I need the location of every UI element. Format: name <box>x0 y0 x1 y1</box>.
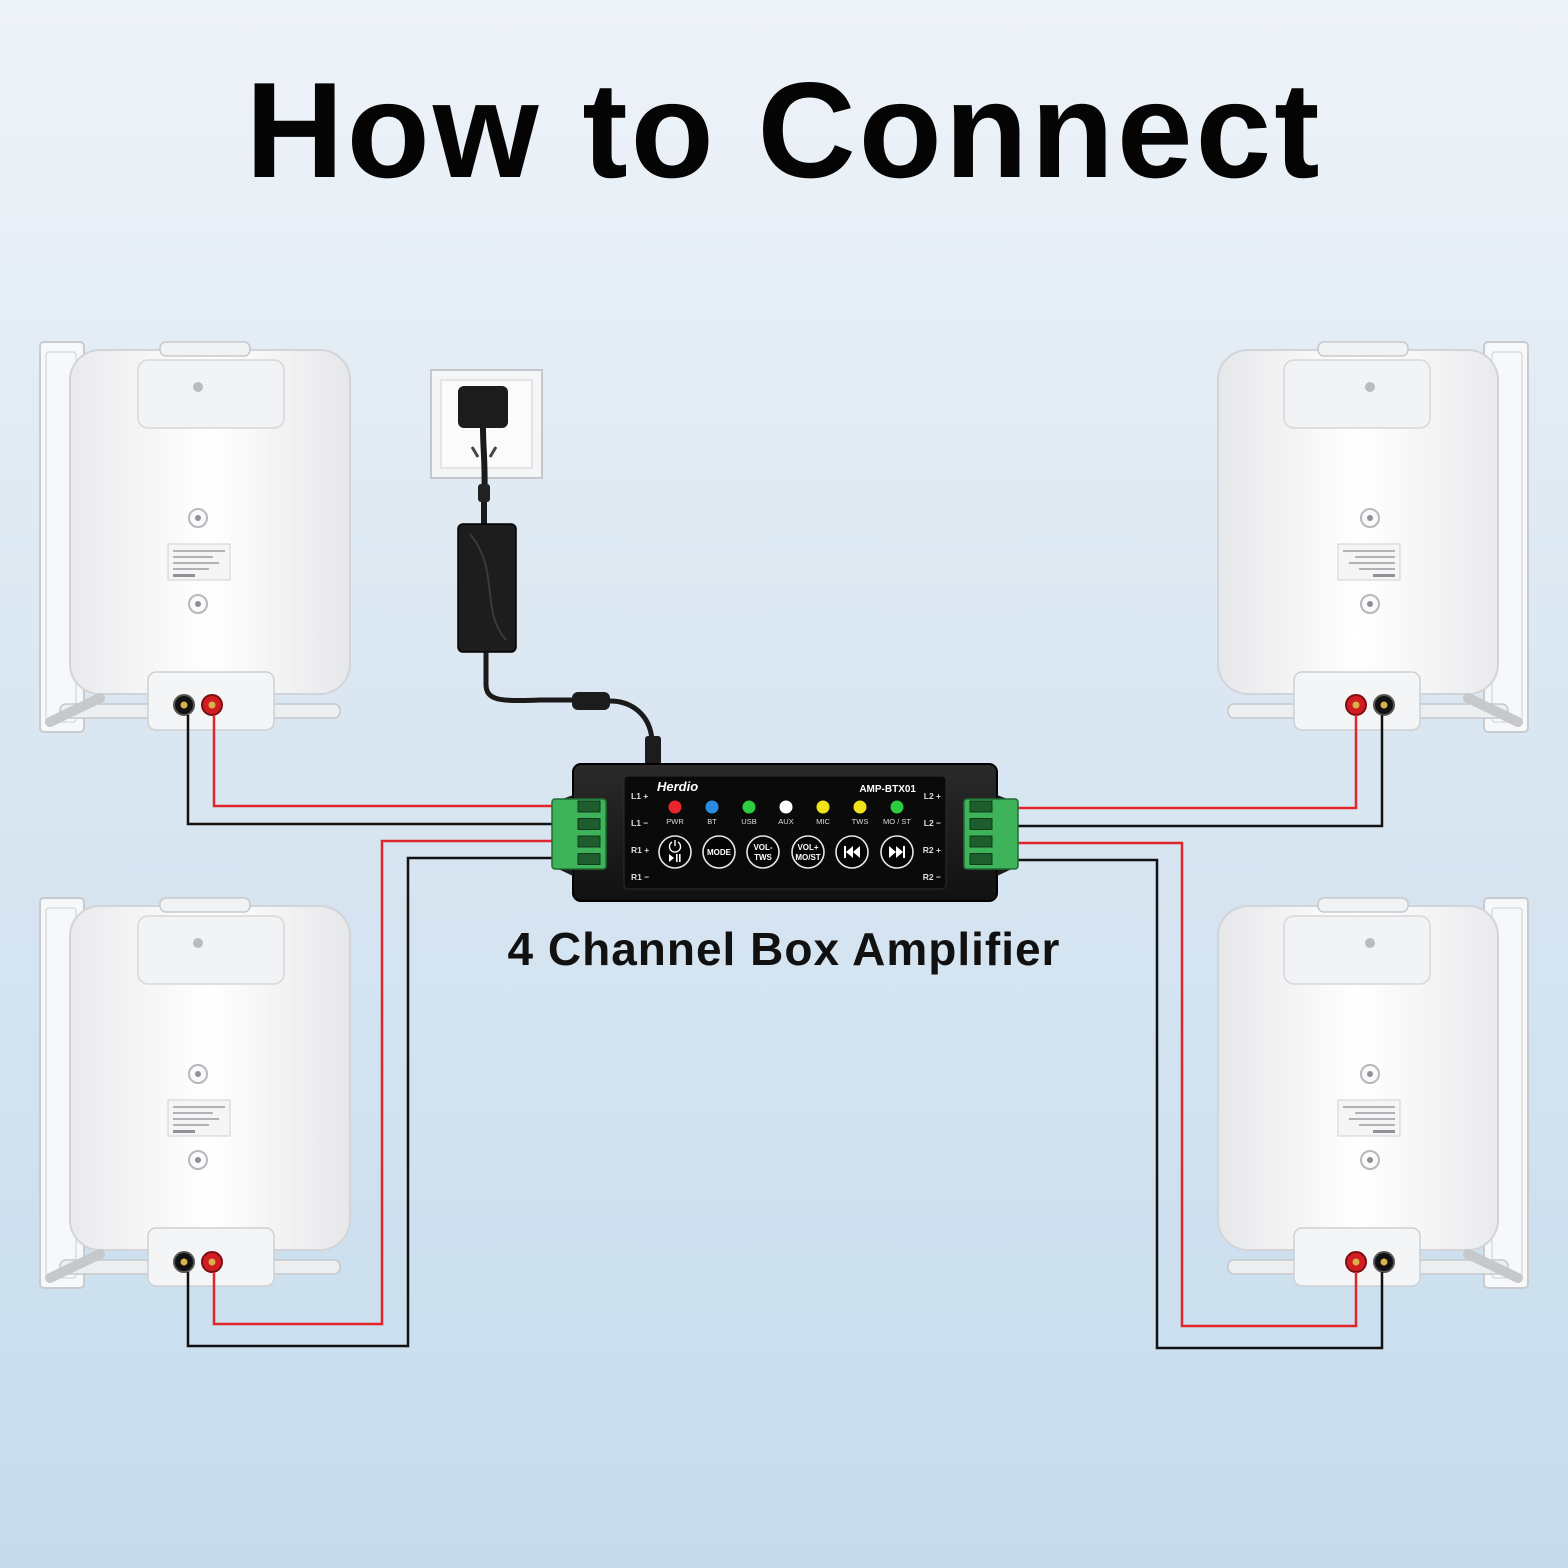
speaker-top-right <box>1218 342 1528 732</box>
terminal-label-right: L2 + <box>924 791 941 801</box>
wire-r2-positive <box>1000 841 1358 1328</box>
page-title: How to Connect <box>245 54 1323 206</box>
terminal-label-right: R2 − <box>923 872 941 882</box>
terminal-screw[interactable] <box>577 818 601 830</box>
wire-l1-negative <box>186 715 572 826</box>
speaker-top-left <box>40 342 350 732</box>
terminal-block-left <box>551 798 607 870</box>
indicator-light-pwr <box>668 800 682 814</box>
vol-plus-most-button-label: MO/ST <box>795 853 820 862</box>
terminal-screw[interactable] <box>577 800 601 813</box>
terminal-screw[interactable] <box>969 800 993 813</box>
vol-minus-tws-button-label: VOL- <box>753 843 772 852</box>
indicator-light-tws <box>853 800 867 814</box>
power-icon <box>668 840 682 853</box>
terminal-label-right: L2 − <box>924 818 941 828</box>
next-track-icon <box>889 846 905 858</box>
indicator-light-mic <box>816 800 830 814</box>
power-plug <box>458 386 508 528</box>
terminal-label-left: L1 − <box>631 818 648 828</box>
indicator-label: PWR <box>666 817 684 826</box>
power-adapter <box>457 523 661 766</box>
wire-r2-negative <box>1000 858 1384 1350</box>
terminal-screw[interactable] <box>969 835 993 848</box>
mode-button-label: MODE <box>707 848 732 857</box>
speaker-wires <box>186 715 1384 1350</box>
previous-track-icon <box>844 846 860 858</box>
amp-model: AMP-BTX01 <box>859 784 916 795</box>
terminal-label-right: R2 + <box>923 845 941 855</box>
indicator-label: MIC <box>816 817 830 826</box>
indicator-label: AUX <box>778 817 793 826</box>
terminal-screw[interactable] <box>969 818 993 830</box>
indicator-light-usb <box>742 800 756 814</box>
terminal-label-left: R1 − <box>631 872 649 882</box>
terminal-screw[interactable] <box>577 835 601 848</box>
terminal-label-left: R1 + <box>631 845 649 855</box>
vol-plus-most-button-label: VOL+ <box>797 843 818 852</box>
amp-brand: Herdio <box>657 779 698 794</box>
terminal-block-right <box>963 798 1019 870</box>
indicator-light-mo-st <box>890 800 904 814</box>
terminal-label-left: L1 + <box>631 791 648 801</box>
indicator-label: TWS <box>852 817 869 826</box>
speaker-terminals-top-left <box>173 694 223 716</box>
amplifier <box>552 763 1018 902</box>
vol-minus-tws-button[interactable] <box>746 835 780 869</box>
wire-l1-positive <box>212 715 572 808</box>
wire-l2-positive <box>1000 715 1358 810</box>
wire-r1-negative <box>186 856 572 1348</box>
vol-minus-tws-button-label: TWS <box>754 853 772 862</box>
amplifier-caption: 4 Channel Box Amplifier <box>507 923 1061 975</box>
terminal-screw[interactable] <box>969 853 993 865</box>
speaker-terminals-bottom-right <box>1345 1251 1395 1273</box>
mode-button[interactable] <box>702 835 736 869</box>
indicator-light-aux <box>779 800 793 814</box>
indicator-label: MO / ST <box>883 817 911 826</box>
vol-plus-most-button[interactable] <box>791 835 825 869</box>
wire-r1-positive <box>212 839 572 1326</box>
indicator-light-bt <box>705 800 719 814</box>
indicator-label: USB <box>741 817 756 826</box>
play-pause-icon <box>669 854 681 862</box>
terminal-screw[interactable] <box>577 853 601 865</box>
indicator-label: BT <box>707 817 717 826</box>
speaker-terminals-bottom-left <box>173 1251 223 1273</box>
wire-l2-negative <box>1000 715 1384 828</box>
